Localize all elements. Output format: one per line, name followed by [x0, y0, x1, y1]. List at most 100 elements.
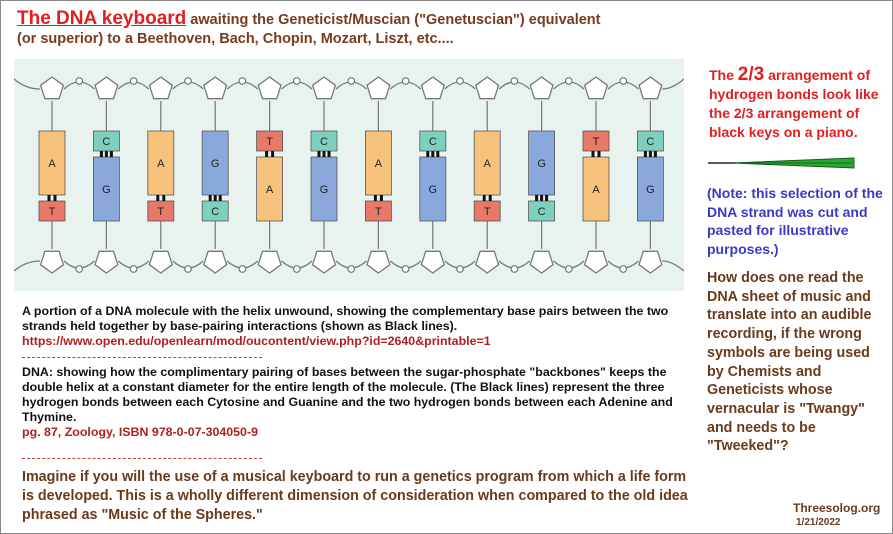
- base-label: T: [49, 206, 56, 218]
- base-label: C: [102, 136, 110, 148]
- green-arrow: [708, 157, 855, 169]
- base-label: C: [429, 136, 437, 148]
- base-a: [38, 130, 66, 196]
- diagram-background: [14, 59, 684, 291]
- sugar-pentagon: [638, 250, 663, 274]
- backbone-link: [662, 78, 684, 90]
- base-t: [147, 200, 175, 222]
- base-label: C: [211, 206, 219, 218]
- phosphate: [401, 77, 410, 85]
- sugar-pentagon: [257, 76, 282, 100]
- phosphate: [292, 77, 301, 85]
- sugar-pentagon: [148, 250, 173, 274]
- base-t: [38, 200, 66, 222]
- caption-portion: A portion of a DNA molecule with the hel…: [22, 304, 697, 349]
- base-label: T: [375, 206, 382, 218]
- base-label: A: [484, 158, 492, 170]
- base-label: G: [646, 184, 655, 196]
- divider: [22, 458, 262, 459]
- sugar-pentagon: [420, 76, 445, 100]
- base-label: A: [157, 158, 165, 170]
- base-label: G: [429, 184, 438, 196]
- sugar-pentagon: [257, 250, 282, 274]
- sugar-pentagon: [420, 250, 445, 274]
- phosphate: [456, 77, 464, 85]
- base-t: [582, 130, 610, 152]
- backbone-link: [14, 260, 41, 272]
- base-label: T: [266, 136, 273, 148]
- base-a: [256, 156, 284, 222]
- header-line1: awaiting the Geneticist/Muscian ("Genetu…: [186, 12, 601, 28]
- base-label: T: [484, 206, 491, 218]
- divider: [22, 357, 262, 358]
- sugar-pentagon: [94, 76, 119, 100]
- base-t: [473, 200, 501, 222]
- header: The DNA keyboard awaiting the Geneticist…: [17, 9, 677, 49]
- sugar-pentagon: [583, 250, 609, 274]
- note-two-thirds: The 2/3 arrangement of hydrogen bonds lo…: [709, 65, 889, 142]
- phosphate: [510, 265, 519, 273]
- header-line2: (or superior) to a Beethoven, Bach, Chop…: [17, 31, 454, 47]
- page-title: The DNA keyboard: [17, 8, 187, 29]
- sugar-pentagon: [203, 76, 228, 100]
- base-label: C: [320, 136, 328, 148]
- sugar-pentagon: [94, 250, 119, 274]
- note-two-thirds-a: The: [709, 67, 738, 83]
- phosphate: [619, 77, 628, 85]
- base-label: C: [538, 206, 546, 218]
- sugar-pentagon: [39, 250, 65, 274]
- phosphate: [129, 77, 138, 85]
- source-link[interactable]: https://www.open.edu/openlearn/mod/oucon…: [22, 334, 491, 348]
- sugar-pentagon: [203, 250, 228, 274]
- base-a: [147, 130, 175, 196]
- backbone-link: [662, 260, 684, 272]
- sugar-pentagon: [475, 76, 500, 100]
- base-g: [93, 156, 120, 222]
- base-label: G: [211, 158, 220, 170]
- sugar-pentagon: [583, 76, 609, 100]
- date-stamp: 1/21/2022: [796, 517, 841, 528]
- phosphate: [619, 265, 628, 273]
- sugar-pentagon: [529, 250, 554, 274]
- sugar-pentagon: [529, 76, 554, 100]
- base-a: [582, 156, 610, 222]
- sugar-pentagon: [311, 76, 337, 100]
- caption-dna-text: DNA: showing how the complimentary pairi…: [22, 365, 673, 424]
- phosphate: [184, 265, 192, 273]
- imagine-paragraph: Imagine if you will the use of a musical…: [22, 469, 688, 523]
- sugar-pentagon: [311, 250, 337, 274]
- base-label: G: [102, 184, 111, 196]
- sugar-pentagon: [148, 76, 173, 100]
- phosphate: [510, 77, 519, 85]
- sugar-pentagon: [366, 250, 391, 274]
- base-label: A: [48, 158, 56, 170]
- site-name: Threesolog.org: [793, 501, 881, 515]
- base-label: C: [646, 136, 654, 148]
- phosphate: [347, 265, 356, 273]
- phosphate: [238, 77, 247, 85]
- sugar-pentagon: [638, 76, 663, 100]
- phosphate: [401, 265, 410, 273]
- base-label: A: [592, 184, 600, 196]
- note-cut-pasted: (Note: this selection of the DNA strand …: [707, 185, 883, 257]
- base-label: T: [157, 206, 164, 218]
- note-two-thirds-big: 2/3: [737, 64, 765, 85]
- book-reference: pg. 87, Zoology, ISBN 978-0-07-304050-9: [22, 425, 258, 439]
- base-g: [637, 156, 664, 222]
- base-a: [473, 130, 501, 196]
- note-two-thirds-b: arrangement of hydrogen bonds look like …: [709, 67, 879, 140]
- phosphate: [347, 77, 356, 85]
- base-g: [201, 130, 229, 196]
- phosphate: [564, 265, 573, 273]
- sugar-pentagon: [475, 250, 500, 274]
- base-label: A: [375, 158, 383, 170]
- phosphate: [238, 265, 247, 273]
- phosphate: [184, 77, 192, 85]
- base-label: A: [266, 184, 274, 196]
- base-label: G: [320, 184, 329, 196]
- phosphate: [75, 265, 84, 273]
- phosphate: [456, 265, 464, 273]
- phosphate: [292, 265, 301, 273]
- note-question: How does one read the DNA sheet of music…: [707, 270, 872, 455]
